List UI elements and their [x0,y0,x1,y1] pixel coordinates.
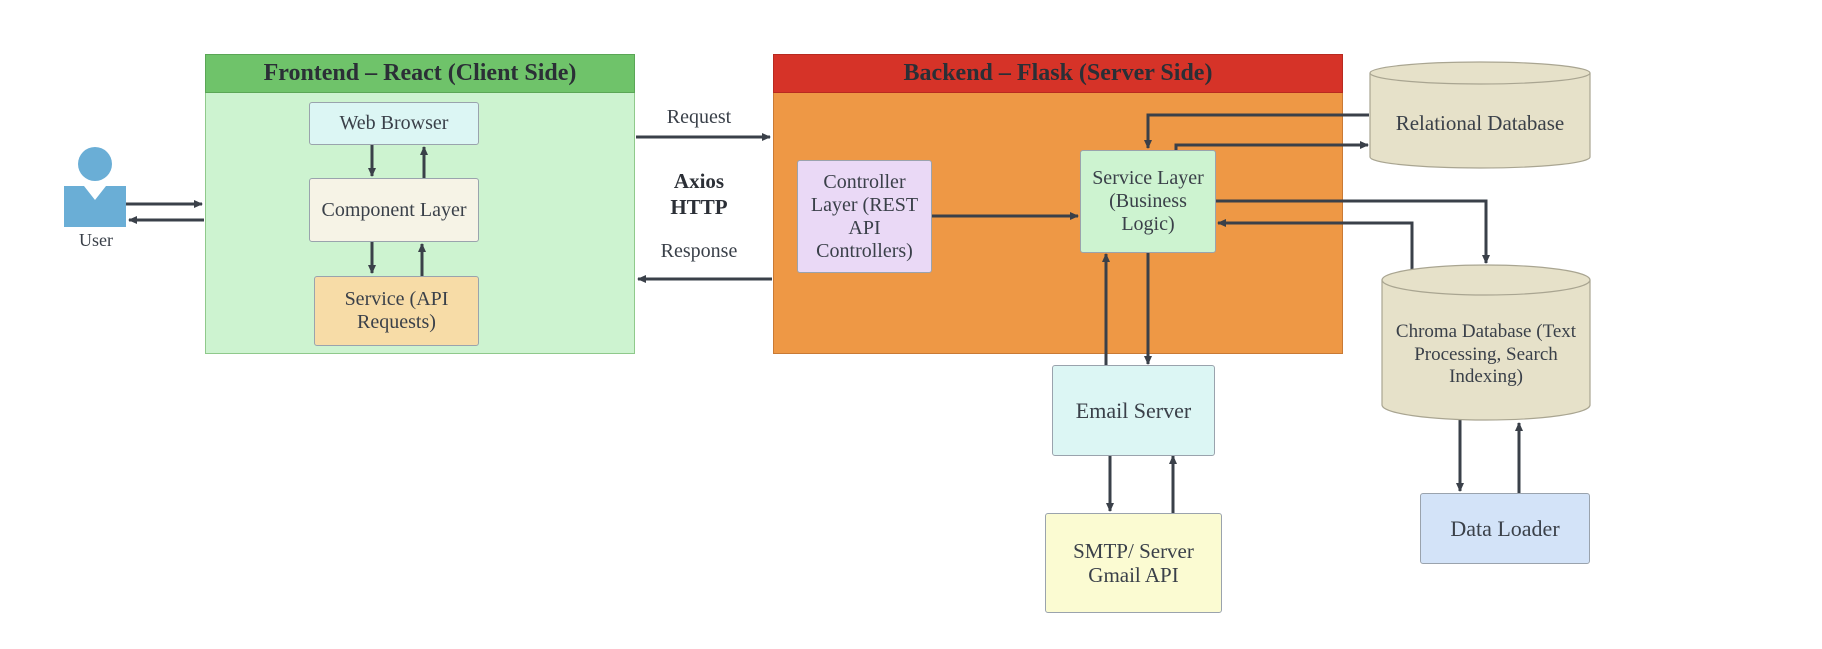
protocol-label-axios: Axios [673,168,725,193]
component-layer-node: Component Layer [309,178,479,242]
service-to-chroma-arrow [1216,199,1490,264]
service-to-relational-arrow [1174,141,1369,150]
controller-layer-node: Controller Layer (REST API Controllers) [797,160,932,273]
chroma-database-label: Chroma Database (Text Processing, Search… [1395,320,1577,388]
service-layer-node: Service Layer (Business Logic) [1080,150,1216,253]
user-label: User [79,229,113,250]
smtp-gmail-node: SMTP/ Server Gmail API [1045,513,1222,613]
data-loader-node: Data Loader [1420,493,1590,564]
chroma-to-service-arrow [1217,219,1414,270]
user-icon [64,147,126,227]
email-server-node: Email Server [1052,365,1215,456]
request-label: Request [666,105,732,128]
web-browser-node: Web Browser [309,102,479,145]
service-api-node: Service (API Requests) [314,276,479,346]
protocol-label-http: HTTP [670,194,728,219]
response-label: Response [660,239,738,262]
chroma-database [1381,264,1591,421]
relational-database [1369,61,1591,169]
relational-database-label: Relational Database [1395,110,1565,135]
backend-title: Backend – Flask (Server Side) [773,54,1343,93]
relational-to-service-arrow [1144,113,1369,149]
frontend-title: Frontend – React (Client Side) [205,54,635,93]
